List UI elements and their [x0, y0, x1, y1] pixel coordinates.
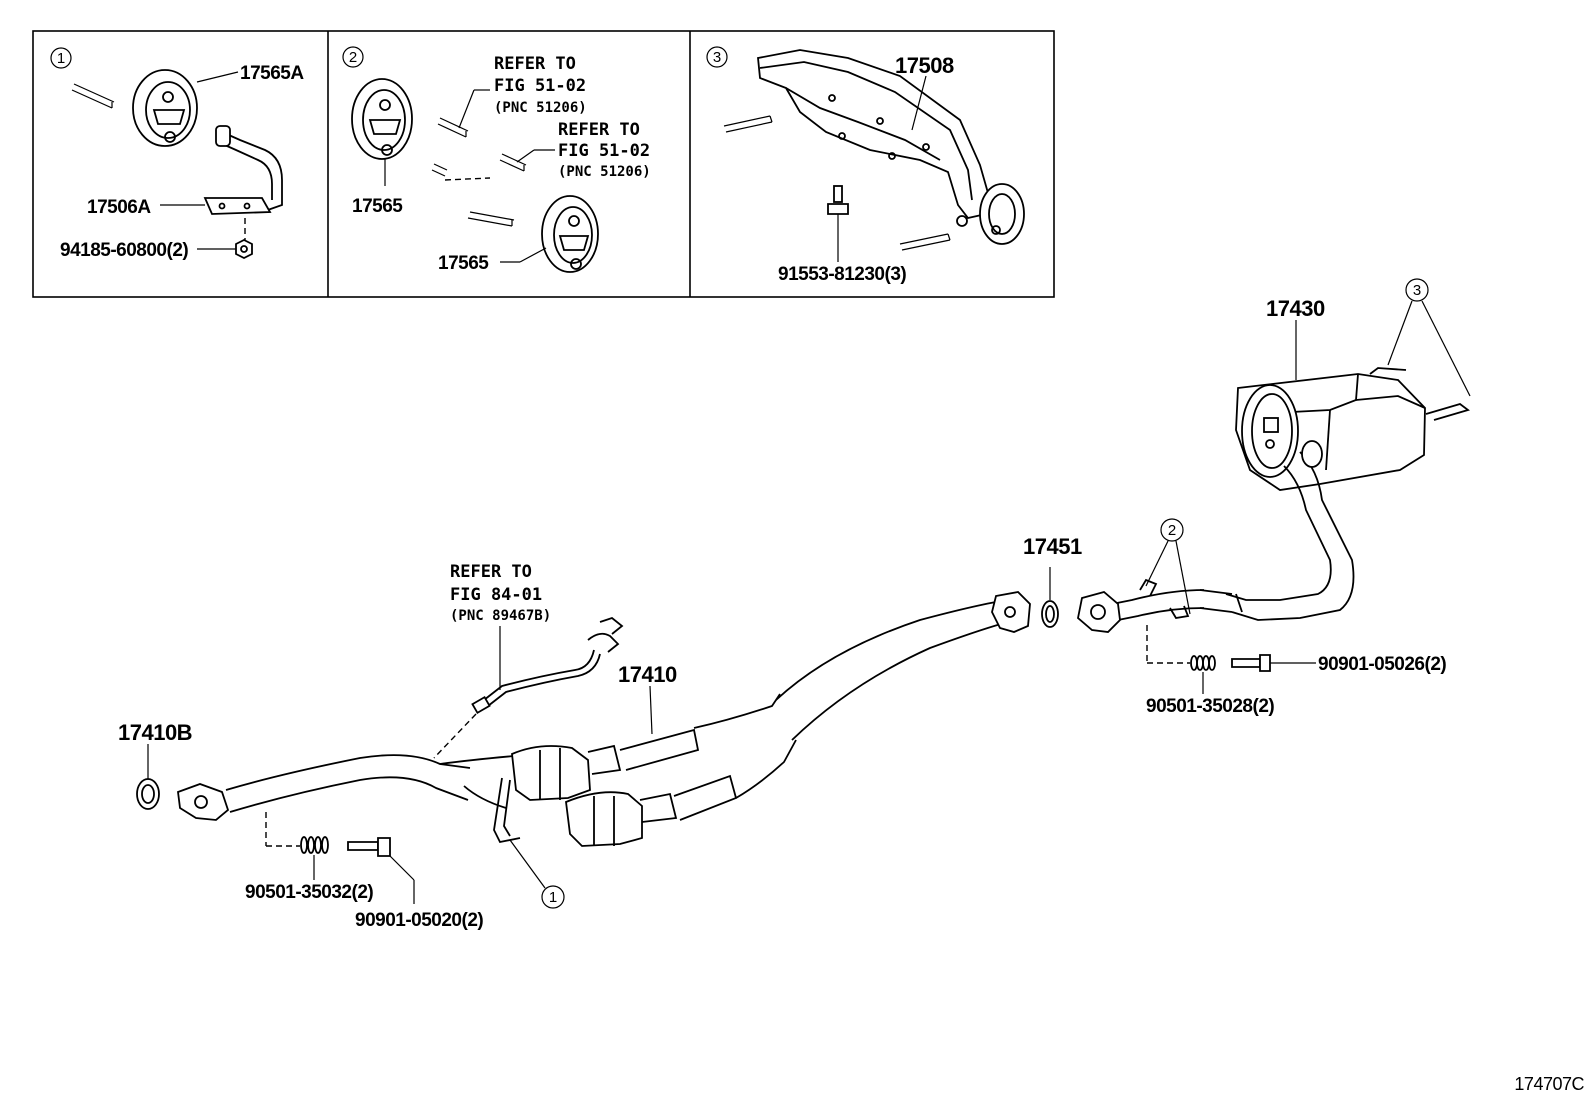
part-90901-05020: 90901-05020(2)	[355, 910, 483, 931]
nut-icon	[235, 238, 253, 260]
part-17506A: 17506A	[87, 197, 151, 218]
hanger-rod-icon	[467, 211, 515, 227]
callout-2: 2	[1168, 522, 1176, 539]
callout-3: 3	[1413, 282, 1421, 299]
rubber-insulator-icon	[132, 69, 198, 147]
part-17430: 17430	[1266, 296, 1325, 321]
inset-1-marker-circle	[50, 47, 72, 69]
part-17508: 17508	[895, 53, 954, 78]
leader-callout-1	[509, 839, 546, 889]
inset-panels	[32, 30, 1055, 298]
leader-17565-bottom-b	[519, 247, 547, 263]
refer-1-line-1: REFER TO	[494, 54, 576, 74]
inset-3-marker: 3	[713, 49, 721, 66]
sensor-refer-line-2: FIG 84-01	[450, 585, 542, 605]
bolt-icon	[347, 837, 391, 857]
refer-1-line-3: (PNC 51206)	[494, 100, 587, 116]
front-pipe-icon	[177, 591, 1031, 847]
inset-2: 2 17565 REFER TO FIG 51-02 (PNC 51206)	[342, 46, 651, 274]
callout-3-circle	[1405, 278, 1429, 302]
part-90501-35028: 90501-35028(2)	[1146, 696, 1274, 717]
refer-2-line-3: (PNC 51206)	[558, 164, 651, 180]
front-fasteners: 90501-35032(2) 90901-05020(2)	[245, 812, 484, 931]
bolt-icon	[827, 185, 849, 215]
part-17565-top: 17565	[352, 196, 403, 217]
inset-2-marker: 2	[349, 49, 357, 66]
part-94185-60800: 94185-60800(2)	[60, 240, 188, 261]
gasket-17410B: 17410B	[118, 720, 193, 810]
hanger-rod-icon	[71, 83, 115, 109]
leader-refer-1	[458, 89, 475, 129]
inset-frame	[32, 30, 1055, 298]
gasket-icon	[136, 778, 160, 810]
spring-icon	[1190, 655, 1216, 671]
leader-17508	[911, 75, 927, 131]
hanger-rod-icon	[437, 117, 469, 138]
gasket-icon	[1041, 600, 1059, 628]
leader-callout-3-a	[1387, 300, 1413, 366]
oxygen-sensor-icon	[471, 616, 624, 715]
inset-3: 3	[706, 46, 1025, 285]
sensor-refer-line-3: (PNC 89467B)	[450, 608, 551, 624]
part-17410: 17410	[618, 662, 677, 687]
callout-2-circle	[1160, 518, 1184, 542]
part-90901-05026: 90901-05026(2)	[1318, 654, 1446, 675]
rubber-insulator-icon	[541, 195, 599, 273]
sensor-refer-line-1: REFER TO	[450, 562, 532, 582]
inset-1: 1 17565A 17506A	[50, 47, 305, 261]
inset-1-marker: 1	[57, 50, 65, 67]
muffler-icon	[1077, 367, 1470, 633]
refer-2-line-1: REFER TO	[558, 120, 640, 140]
leader-refer-2	[516, 149, 535, 163]
leader-callout-3-b	[1421, 300, 1471, 397]
leader-bolt-front-a	[389, 855, 415, 881]
part-90501-35032: 90501-35032(2)	[245, 882, 373, 903]
part-91553-81230: 91553-81230(3)	[778, 264, 906, 285]
inset-2-marker-circle	[342, 46, 364, 68]
part-17565-bottom: 17565	[438, 253, 489, 274]
leader-17565A	[196, 71, 239, 83]
rubber-insulator-icon	[351, 78, 413, 160]
refer-1-line-2: FIG 51-02	[494, 76, 586, 96]
part-17565A: 17565A	[240, 63, 304, 84]
inset-3-marker-circle	[706, 46, 728, 68]
figure-id: 174707C	[1514, 1074, 1584, 1094]
hanger-rod-icon	[431, 153, 527, 181]
dash-sensor	[433, 713, 477, 759]
muffler-assembly: 17430 3 2 90901-05026(2) 90501-35028(2)	[1077, 278, 1471, 717]
front-pipe-17410: 17410 1 REFER TO FIG 84-01 (PNC 89467B)	[177, 562, 1031, 909]
leader-callout-2-a	[1145, 540, 1169, 587]
refer-2-line-2: FIG 51-02	[558, 141, 650, 161]
hanger-bracket-icon	[203, 125, 283, 215]
hanger-rod-icon	[723, 115, 773, 133]
gasket-17451: 17451	[1023, 534, 1082, 628]
leader-callout-2-b	[1175, 540, 1191, 615]
exhaust-bracket-icon	[757, 49, 1025, 245]
part-17451: 17451	[1023, 534, 1082, 559]
bolt-icon	[1231, 654, 1271, 672]
leader-17410	[649, 685, 653, 735]
part-17410B: 17410B	[118, 720, 192, 745]
hanger-rod-icon	[899, 233, 951, 251]
spring-icon	[300, 836, 329, 854]
callout-1-circle	[541, 885, 565, 909]
callout-1: 1	[549, 889, 557, 906]
